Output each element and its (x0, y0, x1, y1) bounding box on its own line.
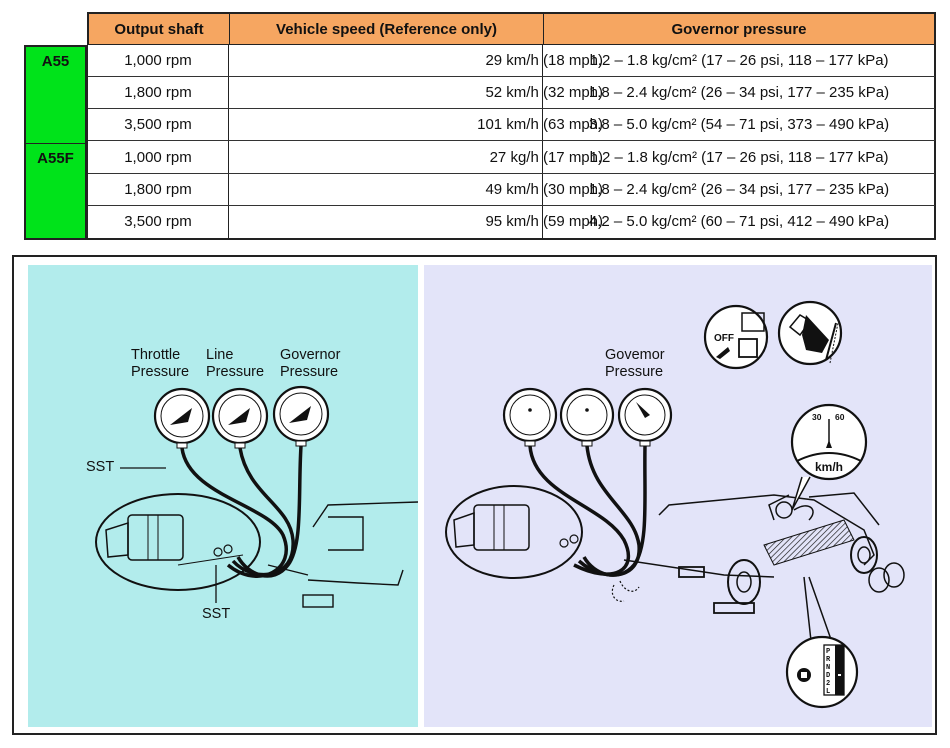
right-panel-road-test: Govemor Pressure OFF (424, 265, 932, 727)
table-row: 1,800 rpm 49 km/h (30 mph) 1.8 – 2.4 kg/… (88, 174, 935, 206)
gauge-icon (153, 387, 211, 449)
transmission-icon (445, 485, 583, 579)
exhaust-smoke-icon (611, 580, 640, 602)
model-label-a55: A55 (41, 53, 70, 70)
gauge-hose (180, 447, 288, 578)
label-governor-pressure-right: Govemor Pressure (605, 347, 665, 381)
left-panel-gauge-connection: Throttle Pressure Line Pressure Governor… (28, 265, 419, 727)
label-line: Line (206, 347, 234, 363)
label-governor-pressure: Governor Pressure (280, 347, 340, 381)
table-header: Output shaft Vehicle speed (Reference on… (87, 12, 936, 45)
overdrive-switch-off-icon: OFF (703, 304, 769, 370)
label-line: Govemor (605, 347, 665, 363)
header-vehicle-speed: Vehicle speed (Reference only) (276, 21, 497, 38)
cell-vehicle-speed: 95 km/h (59 mph) (485, 213, 603, 230)
shift-pos-l: L (826, 688, 830, 696)
cell-output-shaft: 1,800 rpm (124, 181, 192, 198)
cell-output-shaft: 3,500 rpm (124, 213, 192, 230)
model-label-a55f: A55F (37, 150, 74, 167)
shift-pos-d: D (826, 672, 830, 680)
shift-pos-r: R (826, 656, 831, 664)
label-line-pressure: Line Pressure (206, 347, 264, 381)
speedometer-callout-icon: 30 60 km/h (790, 403, 868, 511)
header-divider (229, 14, 230, 45)
shift-selector-callout-icon: P R N D 2 L (785, 576, 859, 709)
cell-governor-pressure: 3.8 – 5.0 kg/cm² (54 – 71 psi, 373 – 490… (588, 116, 890, 133)
model-divider (26, 143, 85, 144)
table-row: 3,500 rpm 95 km/h (59 mph) 4.2 – 5.0 kg/… (88, 206, 935, 238)
left-illustration (95, 385, 419, 608)
speed-tick-30: 30 (812, 412, 822, 422)
governor-pressure-table: Output shaft Vehicle speed (Reference on… (24, 12, 936, 240)
label-line: Pressure (131, 364, 190, 380)
column-divider (228, 45, 229, 238)
header-divider (543, 14, 544, 45)
right-illustration: OFF (445, 300, 905, 709)
gauge-icon (559, 387, 615, 447)
header-governor-pressure: Governor pressure (671, 21, 807, 38)
callout-sst-upper: SST (86, 459, 115, 475)
table-row: 1,000 rpm 29 km/h (18 mph) 1.2 – 1.8 kg/… (88, 45, 935, 77)
label-line: Pressure (206, 364, 265, 380)
cell-output-shaft: 1,800 rpm (124, 84, 192, 101)
label-line: Pressure (280, 364, 339, 380)
callout-sst-lower: SST (202, 606, 231, 622)
cell-governor-pressure: 1.2 – 1.8 kg/cm² (17 – 26 psi, 118 – 177… (589, 52, 889, 69)
cell-output-shaft: 1,000 rpm (124, 149, 192, 166)
table-row: 3,500 rpm 101 km/h (63 mph) 3.8 – 5.0 kg… (88, 109, 935, 141)
label-line: Pressure (605, 364, 664, 380)
table-body: 1,000 rpm 29 km/h (18 mph) 1.2 – 1.8 kg/… (87, 45, 936, 240)
table-row: 1,800 rpm 52 km/h (32 mph) 1.8 – 2.4 kg/… (88, 77, 935, 109)
shift-pos-n: N (826, 664, 830, 672)
shift-pos-p: P (826, 648, 830, 656)
shift-pos-2: 2 (826, 680, 830, 688)
cell-output-shaft: 1,000 rpm (124, 52, 192, 69)
vehicle-on-rollers-icon (623, 492, 905, 614)
gauge-icon (272, 385, 330, 447)
cell-vehicle-speed: 27 kg/h (17 mph) (489, 149, 603, 166)
header-output-shaft: Output shaft (114, 21, 204, 38)
vehicle-outline-icon (267, 501, 419, 608)
column-divider (542, 45, 543, 238)
gauge-hose (528, 445, 631, 576)
transmission-icon (95, 493, 261, 591)
cell-vehicle-speed: 29 km/h (18 mph) (485, 52, 603, 69)
cell-governor-pressure: 4.2 – 5.0 kg/cm² (60 – 71 psi, 412 – 490… (588, 213, 890, 230)
test-setup-figure: Throttle Pressure Line Pressure Governor… (12, 255, 937, 735)
cell-governor-pressure: 1.8 – 2.4 kg/cm² (26 – 34 psi, 177 – 235… (588, 181, 890, 198)
cell-governor-pressure: 1.2 – 1.8 kg/cm² (17 – 26 psi, 118 – 177… (589, 149, 889, 166)
label-throttle-pressure: Throttle Pressure (131, 347, 189, 381)
model-column: A55 A55F (24, 45, 87, 240)
speed-unit: km/h (815, 460, 843, 474)
label-line: Throttle (131, 347, 181, 363)
cell-output-shaft: 3,500 rpm (124, 116, 192, 133)
table-row: 1,000 rpm 27 kg/h (17 mph) 1.2 – 1.8 kg/… (88, 142, 935, 174)
gauge-icon (617, 387, 673, 447)
gauge-icon (502, 387, 558, 447)
gauge-icon (211, 387, 269, 449)
cell-governor-pressure: 1.8 – 2.4 kg/cm² (26 – 34 psi, 177 – 235… (588, 84, 890, 101)
speed-tick-60: 60 (835, 412, 845, 422)
label-line: Governor (280, 347, 341, 363)
brake-pedal-icon (777, 300, 843, 366)
cell-vehicle-speed: 52 km/h (32 mph) (485, 84, 603, 101)
off-text: OFF (714, 333, 734, 344)
cell-vehicle-speed: 101 km/h (63 mph) (477, 116, 603, 133)
gauge-hose (236, 445, 303, 578)
cell-vehicle-speed: 49 km/h (30 mph) (485, 181, 603, 198)
